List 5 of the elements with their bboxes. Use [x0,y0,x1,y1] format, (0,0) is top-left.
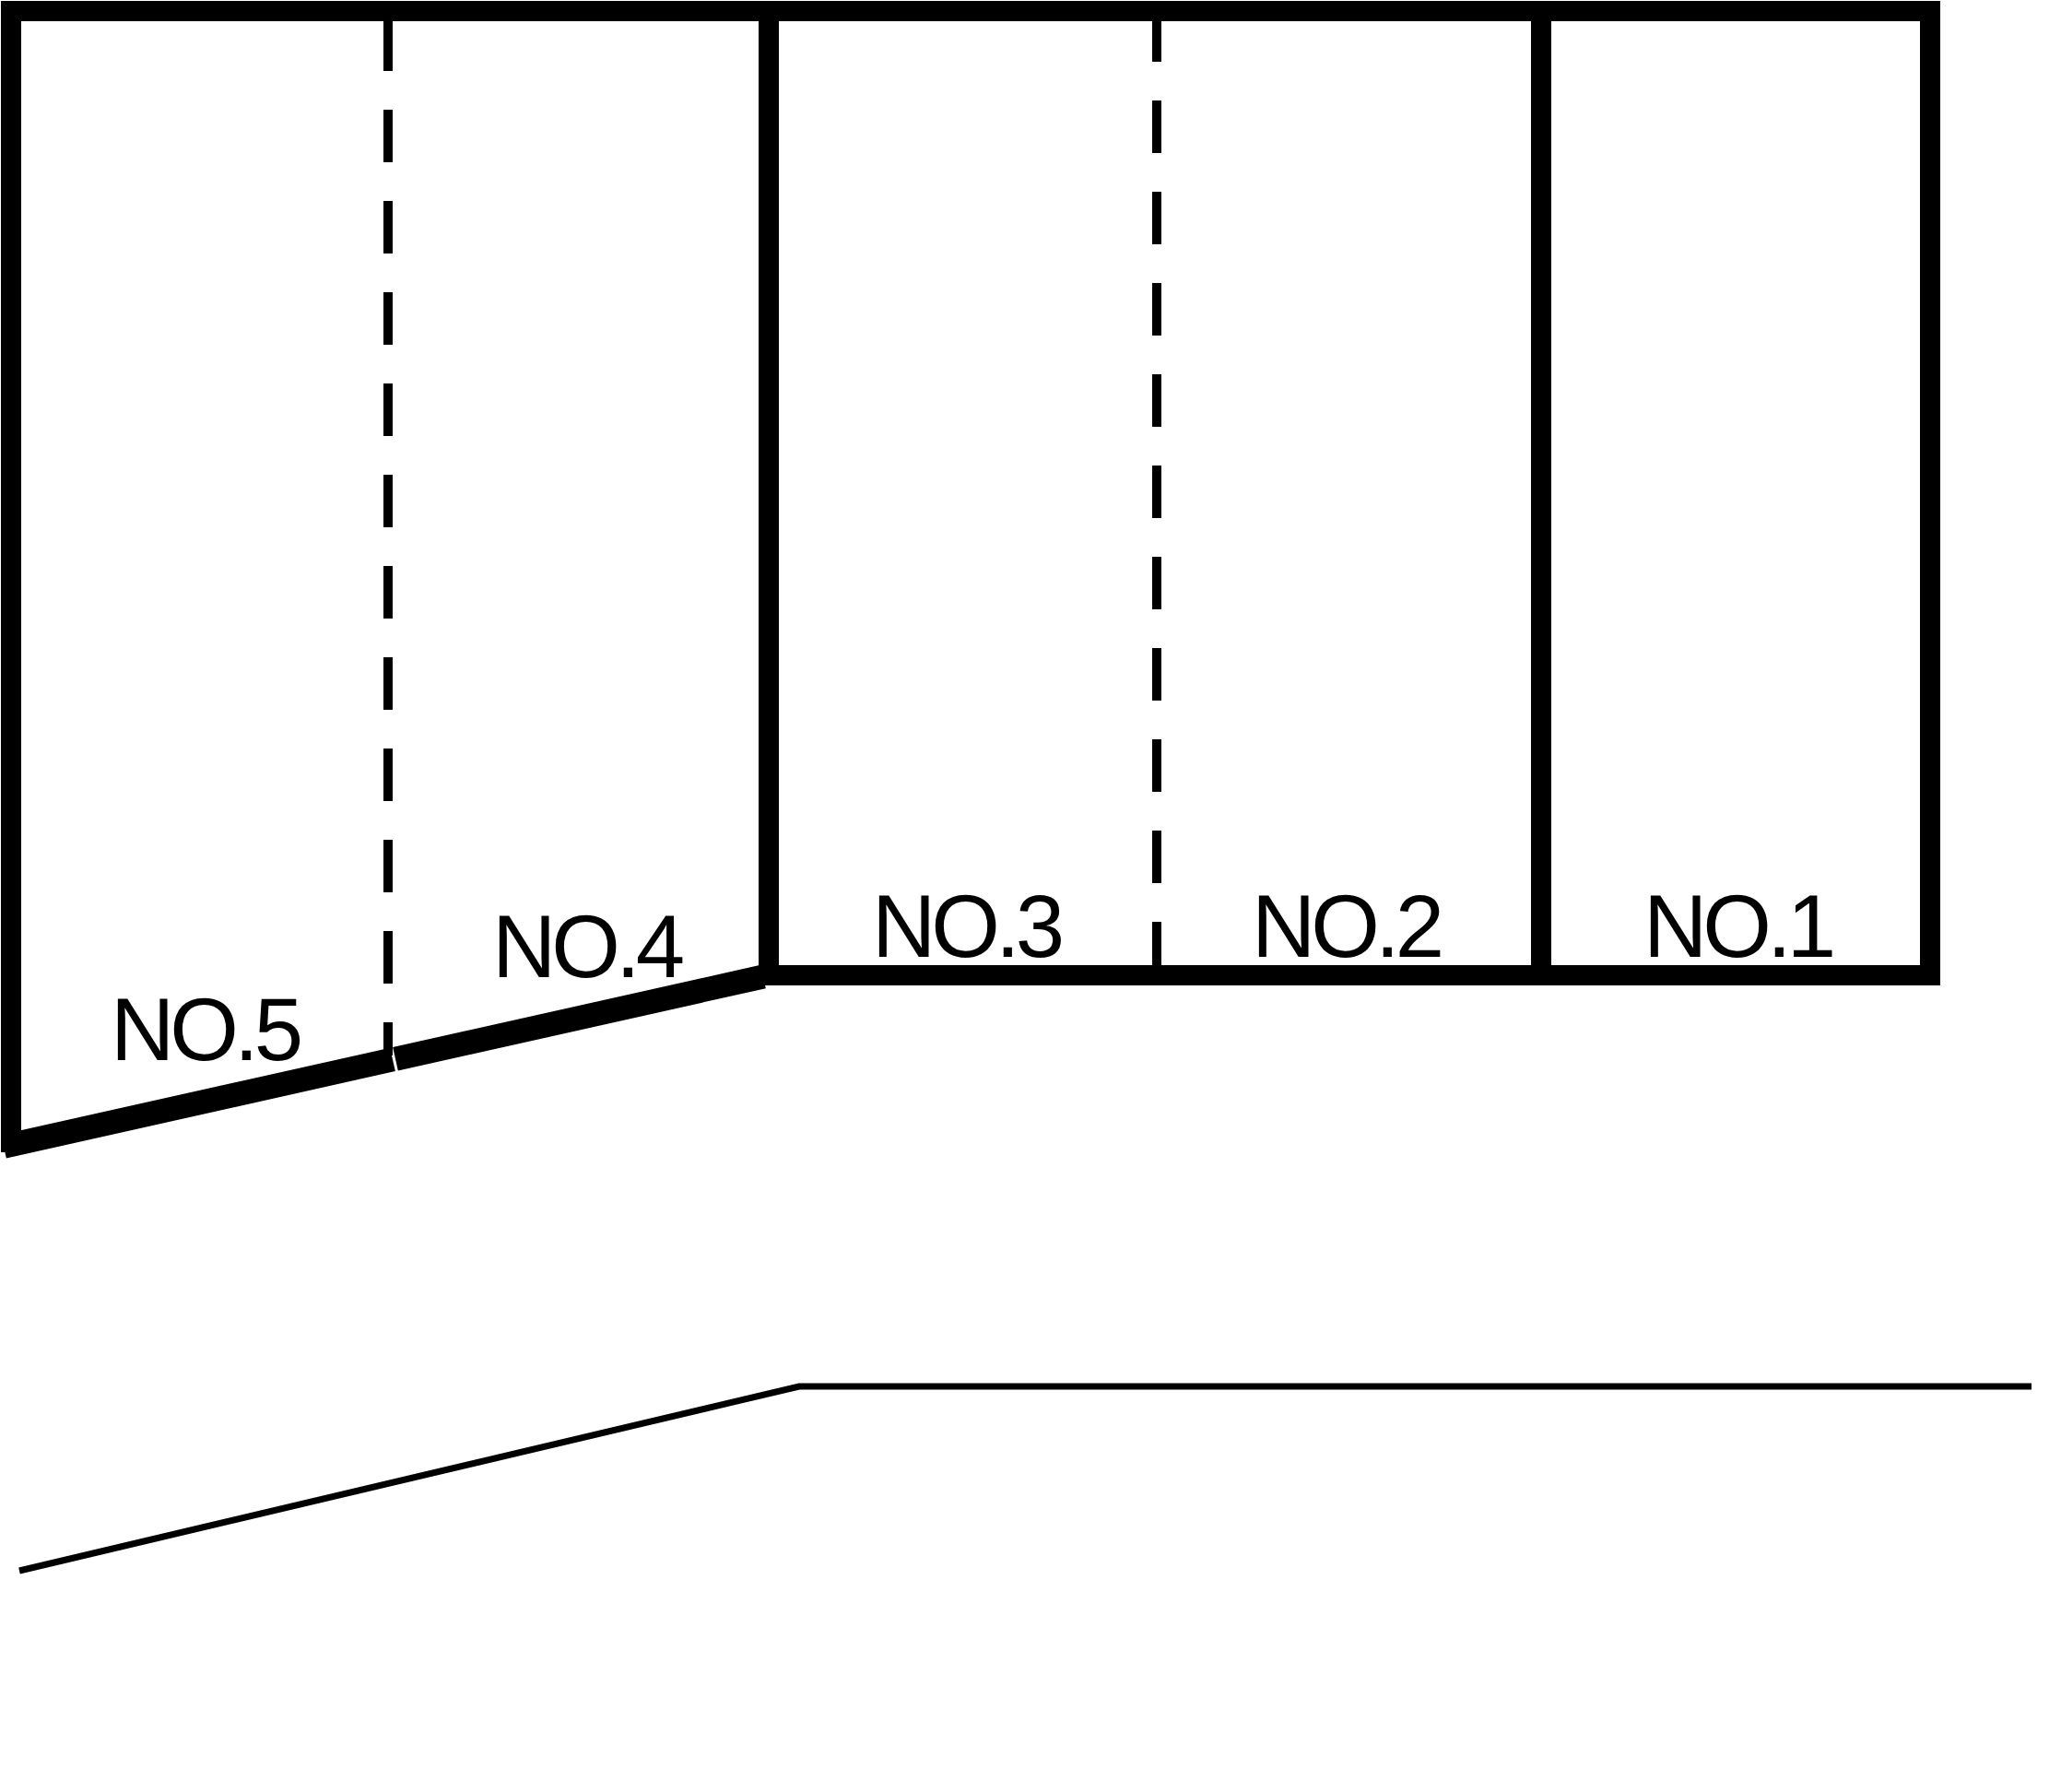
compartment-label: NO.2 [1251,889,1441,964]
compartment-label: NO.5 [110,992,300,1067]
compartment-label: NO.4 [491,909,681,984]
compartment-label: NO.1 [1643,889,1832,964]
compartment-label: NO.3 [871,889,1061,964]
